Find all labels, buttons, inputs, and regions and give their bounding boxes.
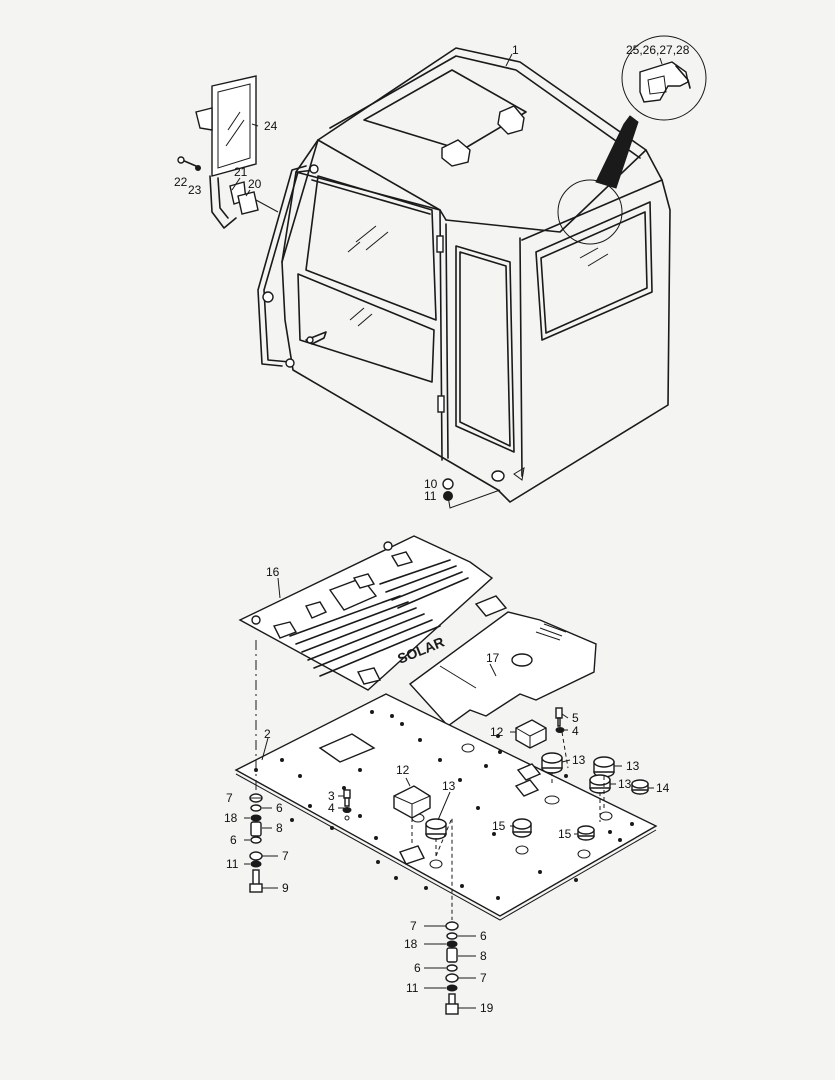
detail-arrow xyxy=(595,115,639,189)
callout-16: 16 xyxy=(266,565,280,579)
callout-13-d: 13 xyxy=(442,779,456,793)
callout-7-right-top: 7 xyxy=(410,919,417,933)
callout-13-b: 13 xyxy=(626,759,640,773)
callout-21: 21 xyxy=(234,165,248,179)
callout-4-upper: 4 xyxy=(572,724,579,738)
callout-17: 17 xyxy=(486,651,500,665)
callout-11-right: 11 xyxy=(406,981,419,995)
callout-20: 20 xyxy=(248,177,262,191)
callout-23: 23 xyxy=(188,183,202,197)
callout-14: 14 xyxy=(656,781,670,795)
detail-inset xyxy=(621,35,707,121)
callout-8-right: 8 xyxy=(480,949,487,963)
rubber-mounts xyxy=(342,707,649,920)
callout-12-upper: 12 xyxy=(490,725,504,739)
callout-labels: 1 25,26,27,28 24 21 22 23 20 10 11 16 17… xyxy=(174,43,690,1015)
right-mount-fastener-stack xyxy=(445,921,459,1015)
callout-8-left: 8 xyxy=(276,821,283,835)
leader-lines xyxy=(231,53,663,1009)
cab-mount-nut-washer xyxy=(442,478,501,509)
callout-1: 1 xyxy=(512,43,519,57)
callout-18-right: 18 xyxy=(404,937,418,951)
callout-9: 9 xyxy=(282,881,289,895)
callout-15-b: 15 xyxy=(558,827,572,841)
detail-callout-circle xyxy=(557,179,623,245)
callout-15-a: 15 xyxy=(492,819,506,833)
callout-6-right-bottom: 6 xyxy=(414,961,421,975)
callout-7-right-bottom: 7 xyxy=(480,971,487,985)
floor-mat-extension xyxy=(408,611,597,727)
callout-6-left-top: 6 xyxy=(276,801,283,815)
callout-5: 5 xyxy=(572,711,579,725)
callout-2: 2 xyxy=(264,727,271,741)
floor-plate xyxy=(234,693,658,921)
callout-4-lower: 4 xyxy=(328,801,335,815)
left-mount-fastener-stack xyxy=(249,640,263,893)
mirror-assembly xyxy=(177,75,279,229)
callout-25-28: 25,26,27,28 xyxy=(626,43,690,57)
operator-cab xyxy=(257,47,671,503)
callout-10: 10 xyxy=(424,477,438,491)
floor-mat: SOLAR xyxy=(238,535,508,691)
callout-7-left-top: 7 xyxy=(226,791,233,805)
callout-3: 3 xyxy=(328,789,335,803)
callout-11-cab: 11 xyxy=(424,489,437,503)
callout-11-left: 11 xyxy=(226,857,239,871)
callout-12-lower: 12 xyxy=(396,763,410,777)
callout-22: 22 xyxy=(174,175,188,189)
callout-18-left: 18 xyxy=(224,811,238,825)
callout-24: 24 xyxy=(264,119,278,133)
callout-13-c: 13 xyxy=(618,777,632,791)
callout-6-right-top: 6 xyxy=(480,929,487,943)
callout-13-a: 13 xyxy=(572,753,586,767)
callout-19: 19 xyxy=(480,1001,494,1015)
callout-6-left-bottom: 6 xyxy=(230,833,237,847)
callout-7-left-bottom: 7 xyxy=(282,849,289,863)
